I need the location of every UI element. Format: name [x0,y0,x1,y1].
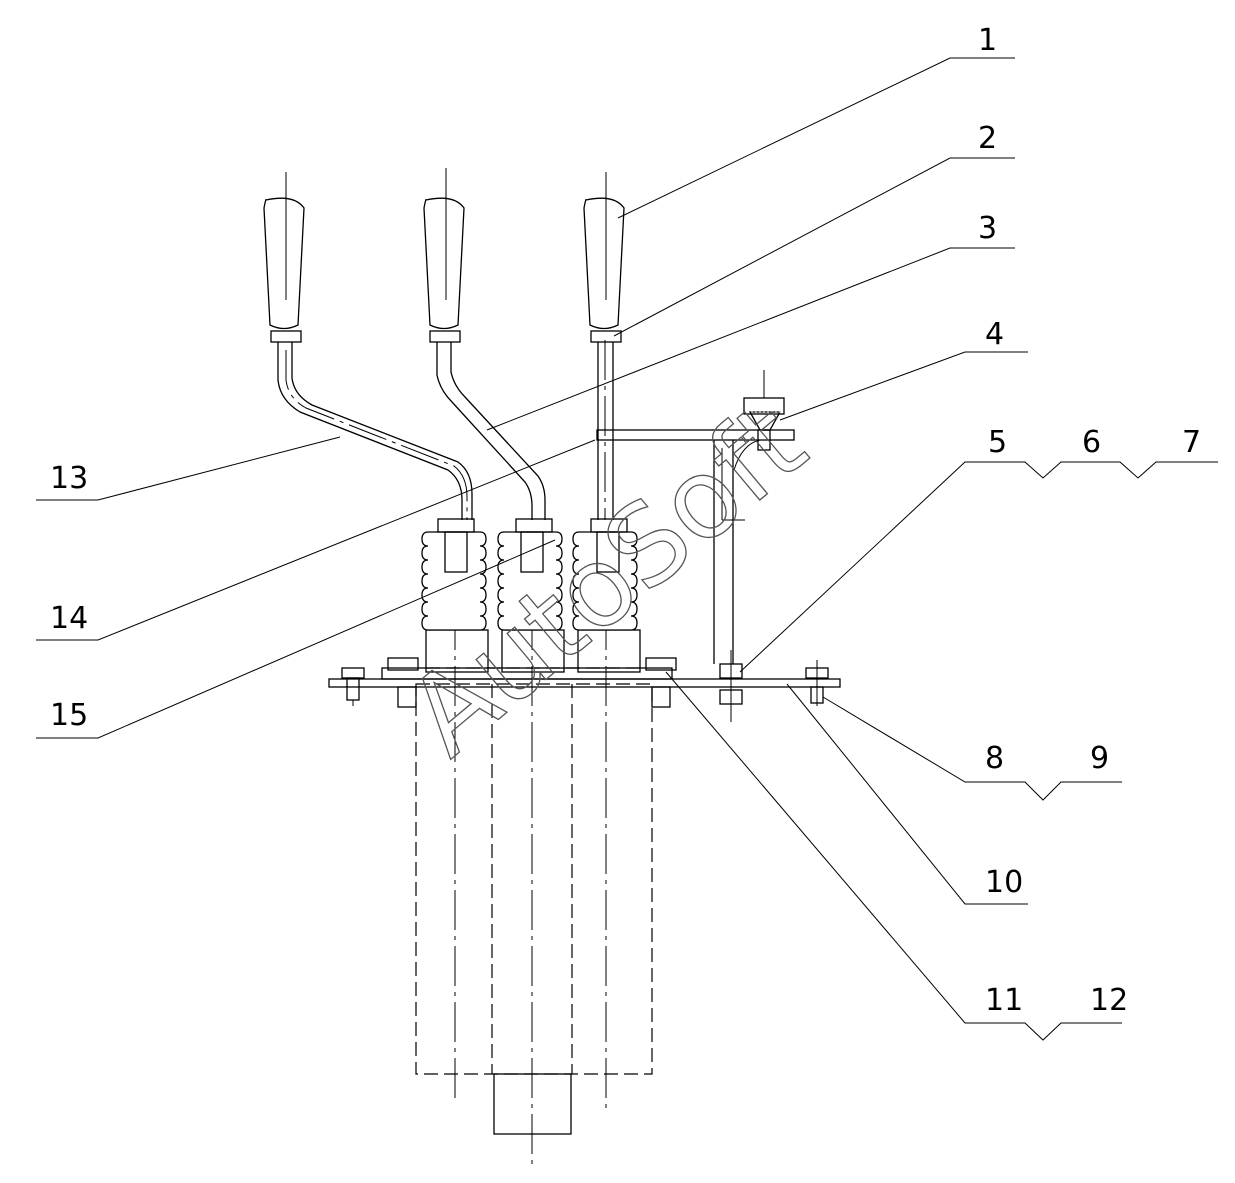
callout-13: 13 [50,461,88,496]
callout-14: 14 [50,601,88,636]
valve-housing [415,610,653,1165]
callout-12: 12 [1090,983,1128,1018]
callout-11: 11 [985,983,1023,1018]
callout-7: 7 [1182,425,1201,460]
lever-handles [263,168,625,343]
callout-2: 2 [978,121,997,156]
callout-8: 8 [985,741,1004,776]
lever-nuts [437,518,628,573]
levers [277,340,614,520]
plate-bolts [341,650,829,722]
callout-9: 9 [1090,741,1109,776]
callout-3: 3 [978,211,997,246]
rubber-boots [421,531,638,631]
bracket [596,370,795,664]
callout-6: 6 [1082,425,1101,460]
callout-1: 1 [978,23,997,58]
callout-10: 10 [985,865,1023,900]
callout-5: 5 [988,425,1007,460]
callout-15: 15 [50,698,88,733]
callout-4: 4 [985,317,1004,352]
leader-lines [36,57,1218,1041]
part-numbers: 1 2 3 4 5 6 7 8 9 10 11 12 13 14 15 [50,23,1201,1018]
mounting-plate [328,667,841,688]
